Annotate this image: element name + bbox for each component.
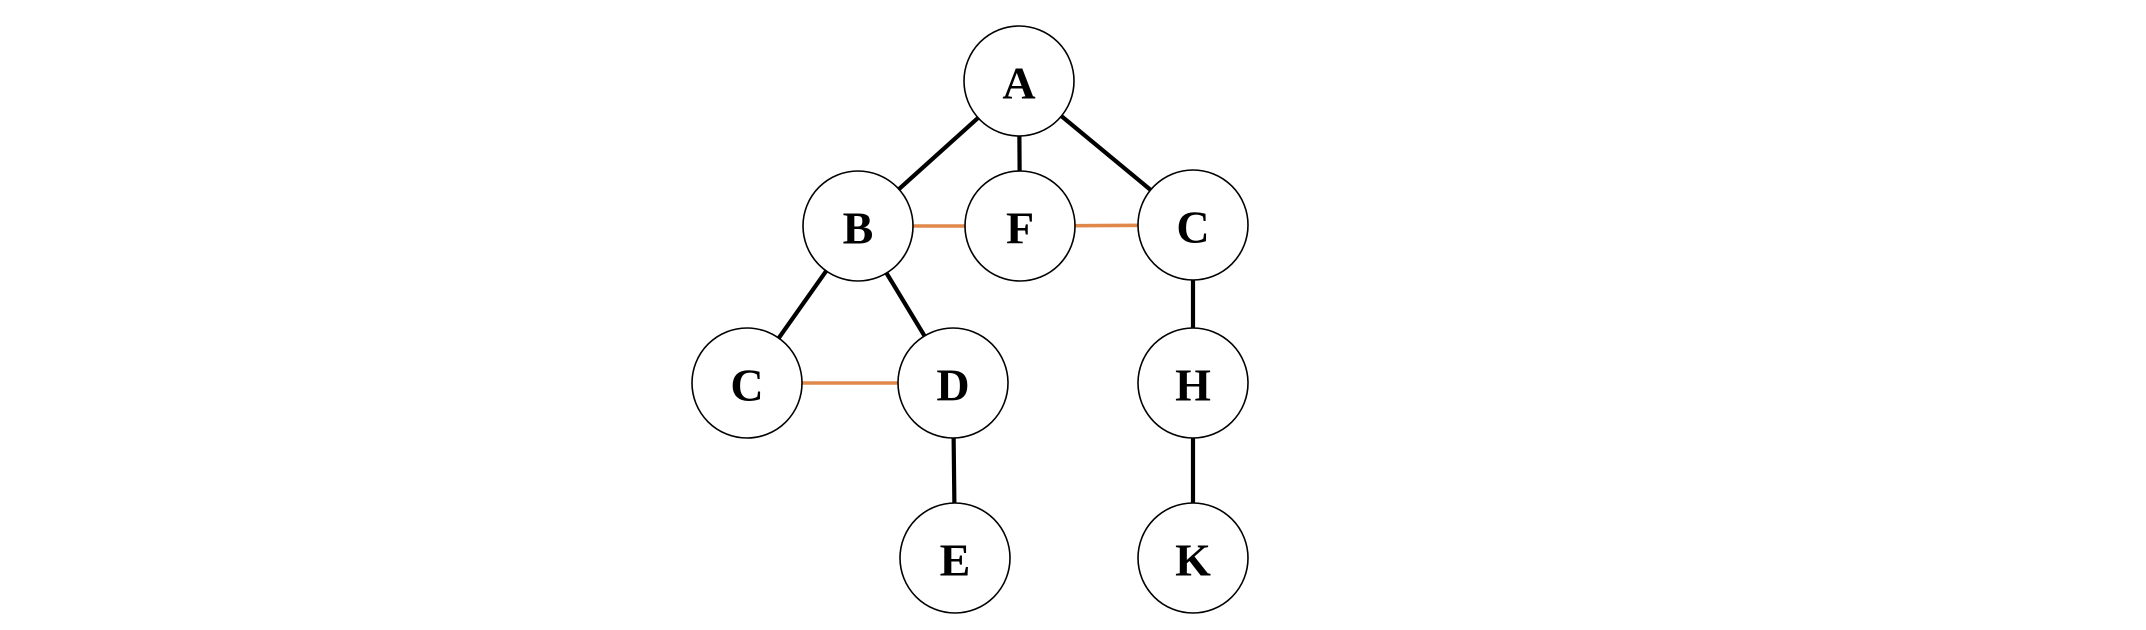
node-C2: C [691,327,803,439]
node-circle-F [964,170,1076,282]
node-B: B [802,170,914,282]
node-circle-B [802,170,914,282]
node-C1: C [1137,169,1249,281]
node-label-D: D [936,359,969,410]
node-label-A: A [1002,57,1035,108]
node-circle-E [899,502,1011,614]
node-label-B: B [843,202,874,253]
node-D: D [897,327,1009,439]
node-circle-A [963,25,1075,137]
node-E: E [899,502,1011,614]
node-label-F: F [1006,202,1034,253]
node-circle-D [897,327,1009,439]
node-label-C1: C [1176,201,1209,252]
node-F: F [964,170,1076,282]
node-label-C2: C [730,359,763,410]
node-circle-C1 [1137,169,1249,281]
node-circle-H [1137,327,1249,439]
node-circle-K [1137,502,1249,614]
node-label-K: K [1175,534,1211,585]
node-label-H: H [1175,359,1211,410]
node-K: K [1137,502,1249,614]
node-circle-C2 [691,327,803,439]
node-A: A [963,25,1075,137]
node-label-E: E [940,534,971,585]
node-H: H [1137,327,1249,439]
